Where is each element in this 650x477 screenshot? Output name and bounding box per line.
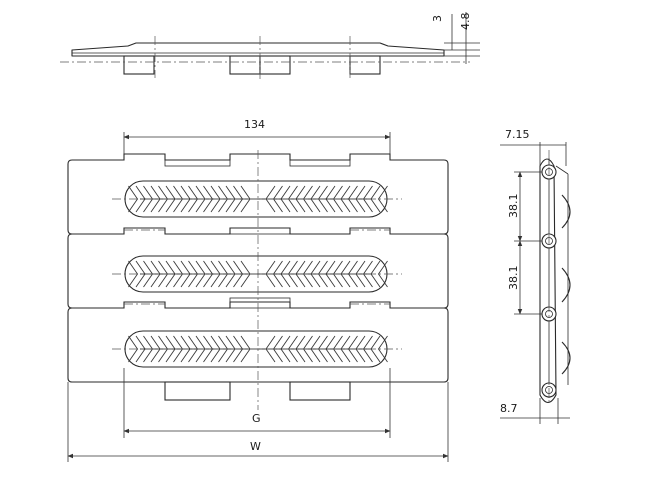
rib	[280, 260, 291, 288]
front-view	[67, 150, 449, 410]
rib	[280, 335, 291, 363]
rib	[135, 335, 146, 363]
pitch-2-label: 38.1	[507, 266, 520, 291]
rib	[180, 260, 191, 288]
side-thickness-label: 3	[431, 15, 444, 22]
pin-offset-label: 7.15	[505, 128, 530, 141]
rib	[377, 335, 388, 363]
plate-1	[67, 153, 449, 235]
rib	[233, 185, 244, 213]
rib	[347, 335, 358, 363]
rib	[325, 335, 336, 363]
rib	[203, 335, 214, 363]
rib	[233, 335, 244, 363]
side-profile-view	[60, 12, 480, 80]
rib	[377, 260, 388, 288]
rib	[233, 260, 244, 288]
rib	[135, 185, 146, 213]
rib	[325, 185, 336, 213]
rib	[180, 335, 191, 363]
rib	[280, 185, 291, 213]
rib	[203, 260, 214, 288]
rib	[180, 185, 191, 213]
rib	[347, 185, 358, 213]
side-height-label: 4.8	[459, 13, 472, 31]
rib	[325, 260, 336, 288]
pitch-1-label: 38.1	[507, 194, 520, 219]
rib	[203, 185, 214, 213]
w-label: W	[250, 440, 261, 453]
pin-bottom-label: 8.7	[500, 402, 518, 415]
plate-2	[67, 227, 449, 309]
rib	[377, 185, 388, 213]
top-width-label: 134	[244, 118, 265, 131]
g-label: G	[252, 412, 261, 425]
rib	[135, 260, 146, 288]
end-view	[500, 142, 571, 424]
rib	[347, 260, 358, 288]
g-dimension	[123, 368, 391, 438]
w-dimension	[67, 382, 449, 462]
